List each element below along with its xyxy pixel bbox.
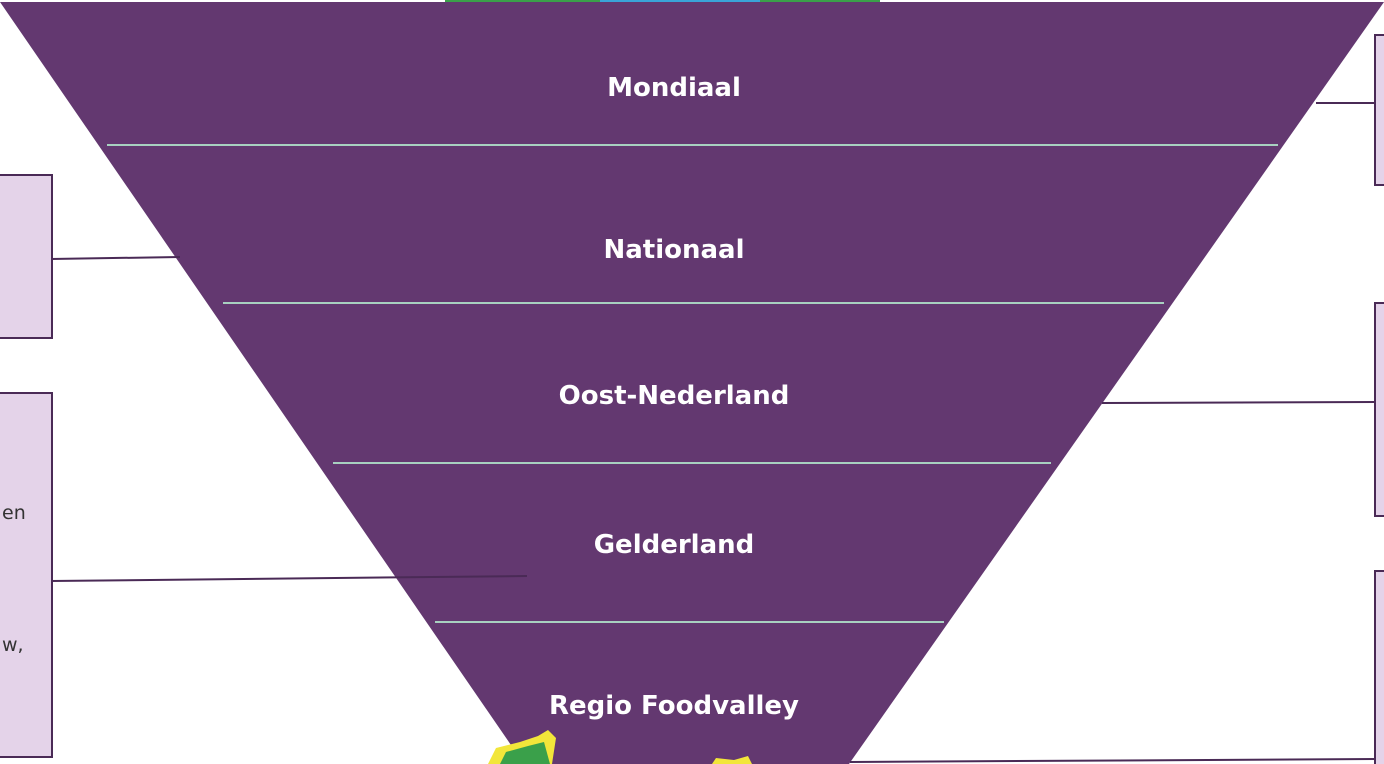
level-label-gelderland: Gelderland	[594, 530, 755, 560]
connector-line	[50, 575, 528, 582]
left-box-text-line: en	[2, 502, 26, 524]
right-box-regio-foodvalley	[1374, 570, 1384, 764]
level-label-oost-nederland: Oost-Nederland	[559, 381, 790, 411]
connector-line	[849, 758, 1377, 763]
level-label-nationaal: Nationaal	[603, 235, 744, 265]
left-box-gelderland: en w,	[0, 392, 53, 758]
right-box-oost-nederland	[1374, 302, 1384, 517]
region-map-icon	[488, 730, 752, 764]
right-box-mondiaal	[1374, 34, 1384, 186]
left-box-nationaal	[0, 174, 53, 339]
level-label-regio-foodvalley: Regio Foodvalley	[549, 691, 799, 721]
connector-line	[1101, 401, 1377, 404]
level-label-mondiaal: Mondiaal	[607, 73, 741, 103]
connector-line	[50, 256, 181, 260]
left-box-text-line: w,	[2, 634, 24, 656]
